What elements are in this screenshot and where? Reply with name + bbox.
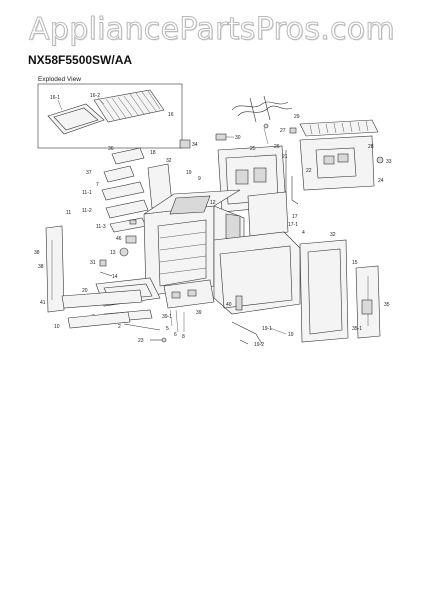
- callout-35: 35: [384, 302, 390, 308]
- callout-35-1: 35-1: [352, 326, 362, 332]
- callout-11-2: 11-2: [82, 208, 92, 214]
- callout-17: 17: [292, 214, 298, 220]
- callout-13: 13: [110, 250, 116, 256]
- callout-27: 27: [280, 128, 286, 134]
- callout-28: 28: [368, 144, 374, 150]
- callout-11: 11: [66, 210, 71, 216]
- callout-15: 15: [352, 260, 358, 266]
- callout-33: 33: [386, 159, 392, 165]
- callout-17-1: 17-1: [288, 222, 298, 228]
- exploded-view-title: Exploded View: [38, 76, 81, 83]
- site-watermark: AppliancePartsPros.com: [29, 12, 396, 48]
- callout-20: 20: [82, 288, 88, 294]
- outer-cabinet: 4: [213, 230, 305, 315]
- callout-5: 5: [166, 326, 169, 332]
- callout-16: 16: [168, 112, 174, 118]
- callout-30: 30: [235, 135, 241, 141]
- callout-39: 39: [196, 310, 202, 316]
- callout-21: 21: [282, 154, 288, 160]
- insulation: 17 17-1: [247, 191, 298, 237]
- leveling-legs: 40 19-1 19-2 19: [226, 295, 294, 348]
- rack-and-pan-assembly: 16-1 16-2 16: [37, 83, 183, 149]
- callout-22: 22: [306, 168, 312, 174]
- callout-46: 46: [116, 236, 122, 242]
- callout-26: 26: [274, 144, 280, 150]
- callout-11-1: 11-1: [82, 190, 92, 196]
- callout-41: 41: [40, 300, 46, 306]
- callout-9: 9: [198, 176, 201, 182]
- callout-19-2: 19-2: [254, 342, 264, 348]
- callout-19-bottom: 19: [288, 332, 294, 338]
- callout-38-1: 38: [38, 264, 44, 270]
- lower-hardware: 5 6 8 23: [138, 309, 185, 344]
- right-side-panel: 35 35-1: [352, 265, 390, 339]
- rear-back-panel: 28 33 24: [299, 135, 392, 191]
- callout-4: 4: [302, 230, 305, 236]
- callout-18: 18: [150, 150, 156, 156]
- callout-34: 34: [192, 142, 198, 148]
- callout-11-3: 11-3: [96, 224, 106, 230]
- callout-12: 12: [210, 200, 216, 206]
- callout-25: 25: [250, 146, 256, 152]
- burner-hardware: 46 13 31 14: [90, 235, 137, 280]
- callout-7: 7: [96, 182, 99, 188]
- oven-door: 32 15: [299, 232, 358, 343]
- callout-2: 2: [118, 324, 121, 330]
- callout-8: 8: [182, 334, 185, 340]
- part-30: [215, 133, 227, 141]
- callout-32-bottom: 32: [330, 232, 336, 238]
- bracket-assembly: 11-1 7 11 11-2 11-3: [66, 181, 149, 233]
- callout-40: 40: [226, 302, 232, 308]
- rear-vent-trim: 27: [280, 119, 379, 137]
- callout-19-1: 19-1: [262, 326, 272, 332]
- callout-6: 6: [174, 332, 177, 338]
- callout-36: 36: [108, 146, 114, 152]
- callout-39-1: 39-1: [162, 314, 172, 320]
- drawer-front: 41 3 10 2: [40, 289, 161, 331]
- callout-37: 37: [86, 170, 92, 176]
- callout-23: 23: [138, 338, 144, 344]
- callout-16-1: 16-1: [50, 95, 60, 101]
- left-side-panel: 38 38: [34, 225, 65, 313]
- callout-19: 19: [186, 170, 192, 176]
- callout-14: 14: [112, 274, 118, 280]
- control-panel-parts: 36 18 34 37 32 19 9: [86, 139, 201, 209]
- callout-31: 31: [90, 260, 96, 266]
- callout-10: 10: [54, 324, 60, 330]
- model-number: NX58F5500SW/AA: [28, 53, 133, 67]
- callout-24: 24: [378, 178, 384, 184]
- callout-38: 38: [34, 250, 40, 256]
- wire-harness: 29: [231, 95, 300, 123]
- callout-16-2: 16-2: [90, 93, 100, 99]
- callout-32-top: 32: [166, 158, 172, 164]
- callout-29: 29: [294, 114, 300, 120]
